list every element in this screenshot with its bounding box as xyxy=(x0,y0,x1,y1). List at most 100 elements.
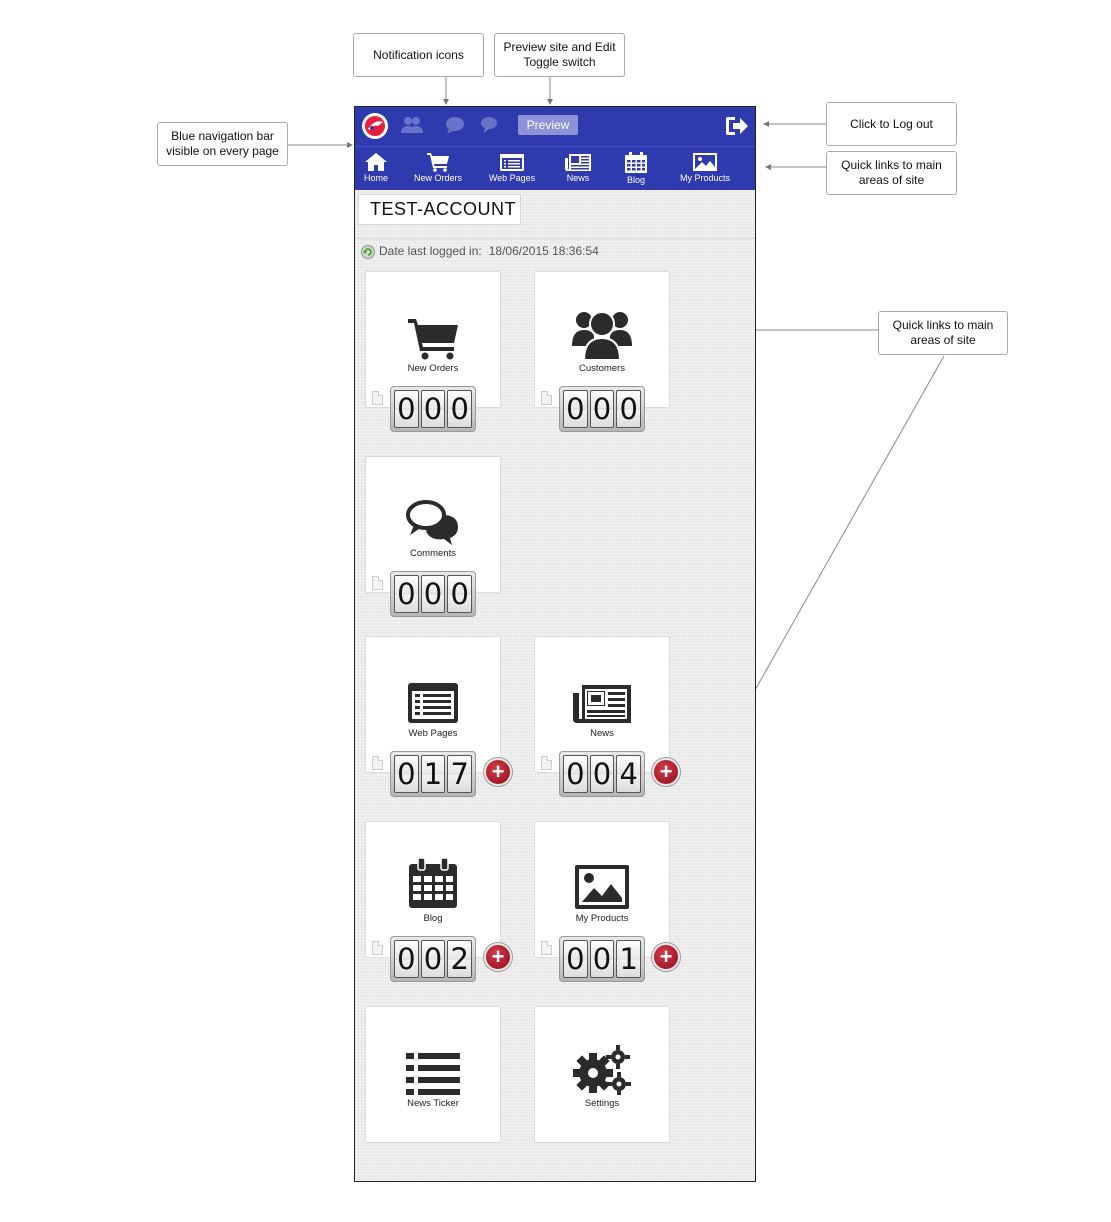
nav-item-news[interactable]: News xyxy=(562,149,594,189)
app-screen: Preview Home New Orders xyxy=(354,106,756,1182)
tile-label: My Products xyxy=(575,913,629,924)
nav-item-label: Home xyxy=(363,173,388,183)
nav-item-web-pages[interactable]: Web Pages xyxy=(486,149,538,189)
tile-web-pages[interactable]: Web Pages xyxy=(365,636,501,773)
counter-digit: 0 xyxy=(563,390,588,428)
counter-digit: 4 xyxy=(616,755,642,793)
counter-digit: 0 xyxy=(394,575,419,613)
site-logo-icon[interactable] xyxy=(362,113,388,139)
last-login-info: Date last logged in: 18/06/2015 18:36:54 xyxy=(361,242,599,259)
counter-comments: 0 0 0 xyxy=(390,571,476,617)
last-login-value: 18/06/2015 18:36:54 xyxy=(488,243,599,258)
tile-news-ticker[interactable]: News Ticker xyxy=(365,1006,501,1143)
counter-digit: 0 xyxy=(420,390,446,428)
tile-label: Customers xyxy=(579,363,625,374)
document-icon[interactable] xyxy=(372,391,383,405)
tile-label: News Ticker xyxy=(407,1098,459,1109)
counter-digit: 0 xyxy=(420,575,446,613)
callout-notification-icons: Notification icons xyxy=(353,33,484,77)
counter-digit: 0 xyxy=(447,575,473,613)
speech-bubble-icon[interactable] xyxy=(479,116,501,134)
counter-digit: 1 xyxy=(616,940,642,978)
tile-label: News xyxy=(590,728,614,739)
counter-digit: 0 xyxy=(589,940,615,978)
image-icon xyxy=(575,865,629,909)
users-icon[interactable] xyxy=(401,116,423,134)
document-icon[interactable] xyxy=(541,391,552,405)
nav-item-label: Web Pages xyxy=(488,173,536,183)
counter-digit: 0 xyxy=(589,755,615,793)
counter-digit: 0 xyxy=(420,940,446,978)
counter-digit: 0 xyxy=(563,755,588,793)
document-icon[interactable] xyxy=(372,941,383,955)
document-icon[interactable] xyxy=(541,941,552,955)
tile-label: Settings xyxy=(584,1098,620,1109)
nav-item-label: New Orders xyxy=(413,173,462,183)
callout-preview-toggle: Preview site and Edit Toggle switch xyxy=(494,33,625,77)
newspaper-icon xyxy=(565,154,591,171)
cart-icon xyxy=(408,319,458,360)
image-icon xyxy=(693,153,717,171)
counter-digit: 0 xyxy=(394,755,419,793)
web-page-icon xyxy=(408,683,458,723)
tile-label: Comments xyxy=(410,548,456,559)
chat-bubbles-icon[interactable] xyxy=(445,116,467,134)
tile-customers[interactable]: Customers xyxy=(534,271,670,408)
logout-arrow-icon[interactable] xyxy=(725,115,749,137)
nav-item-label: News xyxy=(566,173,590,183)
nav-item-new-orders[interactable]: New Orders xyxy=(410,149,466,189)
counter-new-orders: 0 0 0 xyxy=(390,386,476,432)
counter-blog: 0 0 2 xyxy=(390,936,476,982)
nav-item-label: My Products xyxy=(679,173,730,183)
document-icon[interactable] xyxy=(541,756,552,770)
callout-log-out: Click to Log out xyxy=(826,102,957,146)
account-name: TEST-ACCOUNT xyxy=(358,194,521,225)
web-page-icon xyxy=(500,154,524,171)
counter-digit: 7 xyxy=(447,755,473,793)
tile-label: Blog xyxy=(423,913,443,924)
calendar-icon xyxy=(625,152,647,173)
cart-icon xyxy=(427,153,449,172)
comments-icon xyxy=(406,500,458,545)
counter-web-pages: 0 1 7 xyxy=(390,751,476,797)
customers-icon xyxy=(572,311,632,360)
tile-news[interactable]: News xyxy=(534,636,670,773)
document-icon[interactable] xyxy=(372,756,383,770)
tile-settings[interactable]: Settings xyxy=(534,1006,670,1143)
counter-digit: 0 xyxy=(563,940,588,978)
add-blog-post-button[interactable]: + xyxy=(484,943,512,971)
add-product-button[interactable]: + xyxy=(652,943,680,971)
nav-item-home[interactable]: Home xyxy=(360,149,392,189)
tile-blog[interactable]: Blog xyxy=(365,821,501,958)
nav-item-blog[interactable]: Blog xyxy=(621,149,651,189)
nav-item-label: Blog xyxy=(626,175,645,185)
counter-digit: 1 xyxy=(420,755,446,793)
counter-digit: 0 xyxy=(447,390,473,428)
newspaper-icon xyxy=(573,685,631,723)
quick-nav-bar: Home New Orders Web Pages xyxy=(355,146,755,190)
counter-digit: 0 xyxy=(616,390,642,428)
tile-my-products[interactable]: My Products xyxy=(534,821,670,958)
callout-quick-links-tiles: Quick links to main areas of site xyxy=(878,311,1008,355)
counter-digit: 0 xyxy=(394,390,419,428)
top-bar: Preview xyxy=(355,107,755,146)
tile-label: New Orders xyxy=(407,363,459,374)
last-login-label: Date last logged in: xyxy=(379,243,482,258)
counter-customers: 0 0 0 xyxy=(559,386,645,432)
counter-digit: 0 xyxy=(589,390,615,428)
divider xyxy=(355,238,755,239)
preview-toggle-button[interactable]: Preview xyxy=(518,115,578,135)
tile-label: Web Pages xyxy=(408,728,458,739)
list-icon xyxy=(406,1053,460,1095)
calendar-icon xyxy=(409,858,457,908)
tile-new-orders[interactable]: New Orders xyxy=(365,271,501,408)
refresh-icon xyxy=(361,245,375,259)
counter-digit: 2 xyxy=(447,940,473,978)
add-news-button[interactable]: + xyxy=(652,758,680,786)
home-icon xyxy=(365,153,387,171)
gears-icon xyxy=(573,1045,631,1095)
nav-item-my-products[interactable]: My Products xyxy=(677,149,733,189)
counter-digit: 0 xyxy=(394,940,419,978)
add-web-page-button[interactable]: + xyxy=(484,758,512,786)
document-icon[interactable] xyxy=(372,576,383,590)
